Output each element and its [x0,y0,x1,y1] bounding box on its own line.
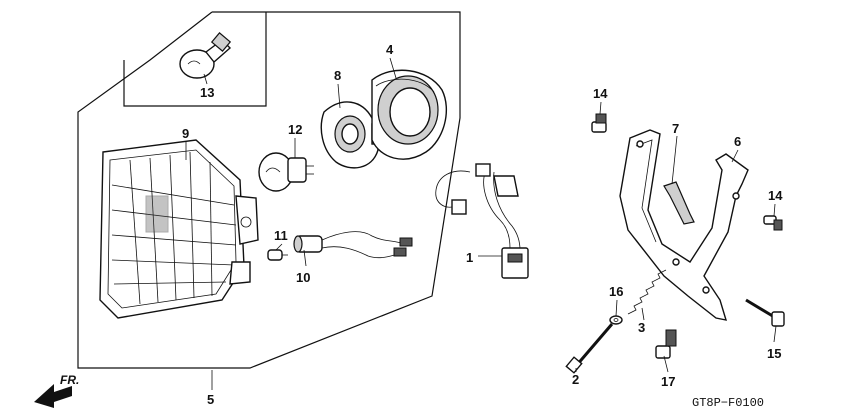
screw-14b-part [763,215,783,231]
callout-9: 9 [182,126,189,141]
case-4-part [371,69,447,160]
callout-15: 15 [767,346,781,361]
washer-16-part [609,315,623,325]
bulb-12-part [258,152,314,192]
nut-17-part [655,329,677,359]
screw-14a-part [591,113,607,133]
bracket-6-part [619,129,749,321]
assembly-outline [77,11,461,369]
socket-10-part [293,231,413,259]
spring-3-part [627,269,667,315]
harness-1-part [435,163,529,279]
strip-7-part [663,181,695,225]
callout-10: 10 [296,270,310,285]
callout-2: 2 [572,372,579,387]
front-direction-arrow: FR. [34,373,79,408]
callout-3: 3 [638,320,645,335]
callout-1: 1 [466,250,473,265]
callout-17: 17 [661,374,675,389]
callout-4: 4 [386,42,394,57]
leader-lines [185,57,777,390]
diagram-code: GT8P−F0100 [692,396,764,410]
callout-14-top: 14 [593,86,608,101]
callout-13: 13 [200,85,214,100]
direction-label: FR. [60,373,79,387]
callout-7: 7 [672,121,679,136]
bolt-15-part [745,298,785,327]
callout-16: 16 [609,284,623,299]
bulb-11-part [267,249,288,261]
headlight-9-part [99,139,259,319]
callout-6: 6 [734,134,741,149]
bulb-13-part [179,32,232,79]
callout-11: 11 [274,228,288,243]
bolt-2-part [565,323,614,374]
callout-14-right: 14 [768,188,783,203]
callout-12: 12 [288,122,302,137]
callout-5: 5 [207,392,214,407]
callout-8: 8 [334,68,341,83]
